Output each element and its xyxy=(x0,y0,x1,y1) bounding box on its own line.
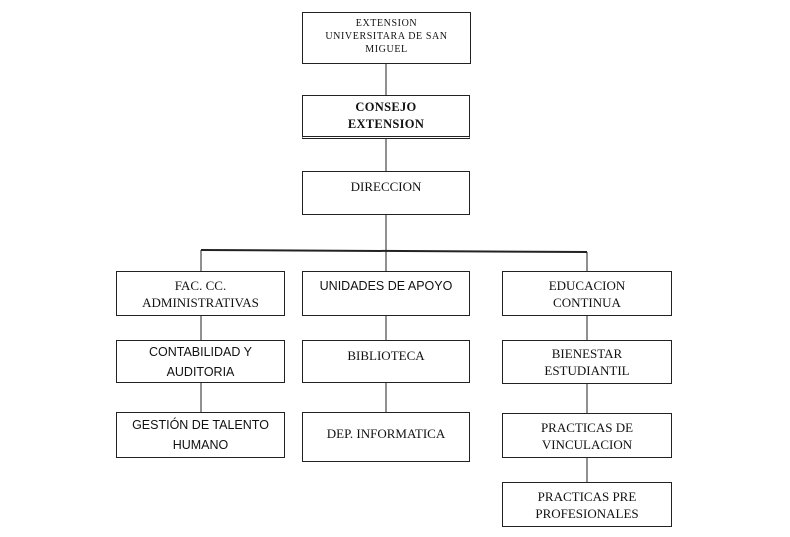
org-node-unidades-de-apoyo-label: UNIDADES DE APOYO xyxy=(319,279,453,293)
org-node-biblioteca-label: BIBLIOTECA xyxy=(347,348,425,363)
org-node-dep-informatica: DEP. INFORMATICA xyxy=(302,412,470,462)
org-node-practicas-vinculacion: PRACTICAS DE VINCULACION xyxy=(502,413,672,458)
org-node-fac-cc-administrativas: FAC. CC. ADMINISTRATIVAS xyxy=(116,271,285,316)
org-node-contabilidad-auditoria-label: CONTABILIDAD Y AUDITORIA xyxy=(148,344,253,379)
org-node-consejo: CONSEJO EXTENSION xyxy=(302,95,470,139)
org-node-practicas-pre-profesionales-label: PRACTICAS PRE PROFESIONALES xyxy=(535,488,639,521)
org-node-biblioteca: BIBLIOTECA xyxy=(302,340,470,383)
org-node-educacion-continua-label: EDUCACION CONTINUA xyxy=(548,277,626,310)
org-node-consejo-label: CONSEJO EXTENSION xyxy=(347,100,425,131)
org-node-dep-informatica-label: DEP. INFORMATICA xyxy=(326,426,446,441)
org-node-root: EXTENSION UNIVERSITARA DE SAN MIGUEL xyxy=(302,12,471,64)
org-node-practicas-pre-profesionales: PRACTICAS PRE PROFESIONALES xyxy=(502,482,672,527)
org-node-educacion-continua: EDUCACION CONTINUA xyxy=(502,271,672,316)
org-node-root-label: EXTENSION UNIVERSITARA DE SAN MIGUEL xyxy=(325,18,448,55)
org-node-gestion-talento-humano-label: GESTIÓN DE TALENTO HUMANO xyxy=(132,418,269,452)
org-node-contabilidad-auditoria: CONTABILIDAD Y AUDITORIA xyxy=(116,340,285,383)
horizontal-bus xyxy=(200,249,588,253)
org-node-bienestar-estudiantil: BIENESTAR ESTUDIANTIL xyxy=(502,340,672,384)
org-node-unidades-de-apoyo: UNIDADES DE APOYO xyxy=(302,271,470,316)
org-node-direccion-label: DIRECCION xyxy=(350,179,422,194)
org-node-practicas-vinculacion-label: PRACTICAS DE VINCULACION xyxy=(540,419,634,452)
org-node-direccion: DIRECCION xyxy=(302,171,470,215)
org-node-bienestar-estudiantil-label: BIENESTAR ESTUDIANTIL xyxy=(544,346,630,378)
org-node-gestion-talento-humano: GESTIÓN DE TALENTO HUMANO xyxy=(116,412,285,458)
org-node-fac-cc-administrativas-label: FAC. CC. ADMINISTRATIVAS xyxy=(142,277,259,310)
